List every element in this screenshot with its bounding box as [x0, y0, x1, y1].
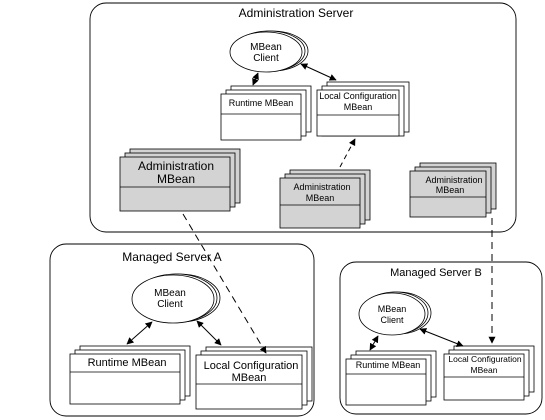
managed-server-a-title: Managed Server A [122, 250, 221, 264]
administration-server-title: Administration Server [239, 6, 354, 20]
admin-client-config-arrow [300, 63, 337, 81]
managed-b-mbean-client: MBean Client [358, 291, 432, 336]
admin-mbean-right-label-2: MBean [436, 185, 465, 195]
managed-b-client-label-1: MBean [378, 304, 407, 314]
managed-b-local-config-label-1: Local Configuration [448, 354, 522, 364]
managed-a-local-config-mbean: Local Configuration MBean [195, 346, 313, 410]
managed-a-client-label-1: MBean [154, 288, 186, 299]
admin-mbean-right: Administration MBean [409, 162, 497, 218]
admin-mbean-large: Administration MBean [119, 148, 241, 212]
admin-runtime-mbean: Runtime MBean [220, 85, 312, 141]
admin-mbean-mid-label-1: Administration [293, 182, 350, 192]
managed-a-client-label-2: Client [157, 299, 183, 310]
admin-mbean-client: MBean Client [229, 30, 309, 73]
admin-mbean-mid-label-2: MBean [306, 193, 335, 203]
managed-b-runtime-mbean: Runtime MBean [345, 350, 437, 406]
admin-client-label-2: Client [253, 53, 279, 64]
admin-mbean-to-managed-a-config-arrow [182, 213, 267, 354]
managed-a-runtime-mbean: Runtime MBean [69, 345, 191, 405]
admin-client-runtime-arrow [252, 72, 259, 86]
managed-b-local-config-label-2: MBean [471, 365, 498, 375]
managed-b-local-config-mbean: Local Configuration MBean [443, 345, 535, 401]
managed-b-client-config-arrow [419, 328, 464, 347]
managed-server-b-title: Managed Server B [390, 267, 482, 279]
admin-mbean-large-label-2: MBean [157, 172, 195, 186]
managed-a-client-runtime-arrow [126, 321, 153, 345]
managed-b-client-label-2: Client [380, 315, 404, 325]
admin-runtime-mbean-label: Runtime MBean [229, 98, 294, 108]
admin-local-config-label-1: Local Configuration [319, 91, 397, 101]
admin-local-config-label-2: MBean [344, 102, 373, 112]
managed-server-b: Managed Server B MBean Client Runtime MB… [339, 261, 543, 415]
managed-a-local-config-label-2: MBean [232, 372, 267, 384]
managed-server-a: Managed Server A MBean Client Runtime MB… [49, 243, 315, 417]
admin-mbean-mid: Administration MBean [279, 169, 371, 229]
admin-local-config-mbean: Local Configuration MBean [316, 81, 410, 137]
admin-client-label-1: MBean [250, 42, 282, 53]
managed-a-mbean-client: MBean Client [131, 273, 221, 324]
admin-mbean-large-label-1: Administration [138, 159, 214, 173]
admin-mbean-right-label-1: Administration [425, 175, 482, 185]
managed-a-runtime-mbean-label: Runtime MBean [88, 357, 167, 369]
managed-b-client-runtime-arrow [369, 335, 379, 351]
managed-b-runtime-mbean-label: Runtime MBean [356, 360, 421, 370]
managed-a-local-config-label-1: Local Configuration [204, 360, 299, 372]
administration-server: Administration Server MBean Client Runti… [89, 2, 517, 233]
managed-a-client-config-arrow [196, 320, 222, 346]
